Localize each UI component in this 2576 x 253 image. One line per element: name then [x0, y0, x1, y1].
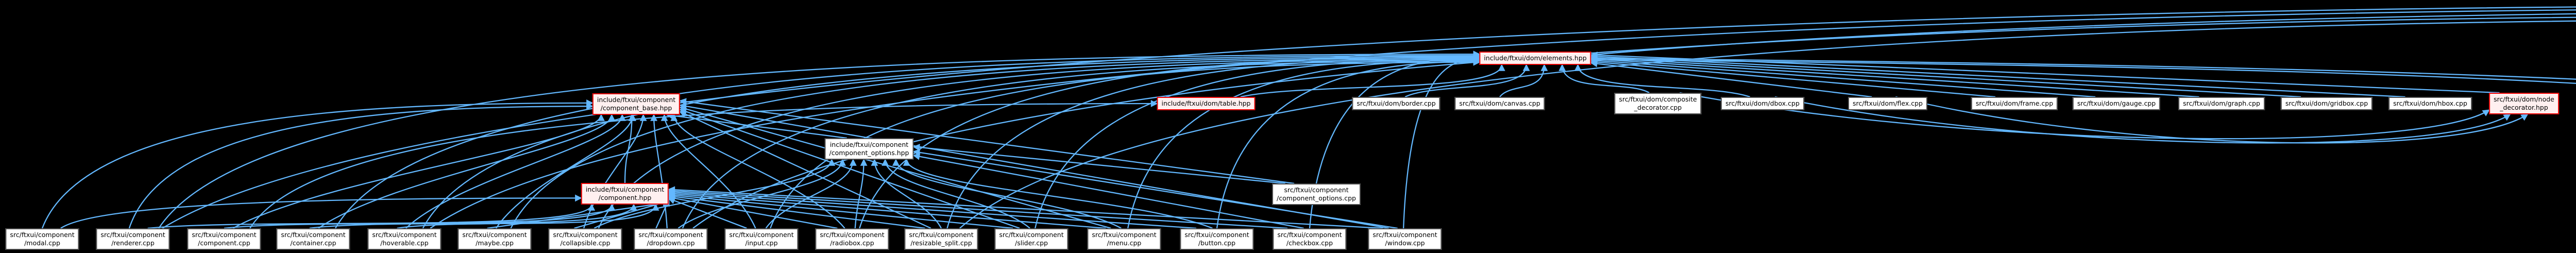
- graph-node-copt[interactable]: include/ftxui/component /component_optio…: [824, 138, 914, 160]
- include-edge-flex-to-nd: [1895, 96, 2529, 144]
- graph-node-modal[interactable]: src/ftxui/component /modal.cpp: [5, 228, 79, 250]
- include-edge-modal-to-cbase: [41, 99, 594, 229]
- include-edge-table-to-el: [1240, 63, 1505, 98]
- include-edge-coptcpp-to-copt: [912, 144, 1285, 184]
- graph-node-coptcpp[interactable]: src/ftxui/component /component_options.c…: [1272, 183, 1361, 205]
- include-edge-hoverable-to-el: [422, 53, 1481, 229]
- include-edge-dropdown-to-copt: [677, 158, 846, 229]
- graph-node-flex[interactable]: src/ftxui/dom/flex.cpp: [1848, 97, 1927, 110]
- graph-node-menu[interactable]: src/ftxui/component /menu.cpp: [1087, 228, 1161, 250]
- include-edge-collapsible-to-copt: [594, 158, 836, 229]
- include-edge-checkbox-to-el: [1309, 54, 1481, 229]
- graph-node-window[interactable]: src/ftxui/component /window.cpp: [1368, 228, 1442, 250]
- include-edge-container-to-cbase: [318, 113, 616, 229]
- include-edge-dropdown-to-cbase: [650, 113, 668, 229]
- graph-node-border[interactable]: src/ftxui/dom/border.cpp: [1352, 97, 1440, 110]
- graph-node-nd[interactable]: src/ftxui/dom/node _decorator.hpp: [2489, 93, 2559, 114]
- include-edge-gauge-to-el: [1590, 57, 2096, 98]
- include-edge-renderer-to-fcfg: [162, 6, 2576, 229]
- include-edge-paragraph-to-el: [1590, 56, 2576, 84]
- graph-node-gridbox[interactable]: src/ftxui/dom/gridbox.cpp: [2280, 97, 2373, 110]
- graph-node-checkbox[interactable]: src/ftxui/component /checkbox.cpp: [1273, 228, 1347, 250]
- include-edge-collapsible-to-el: [598, 56, 1481, 229]
- include-edge-input-to-el: [770, 58, 1481, 229]
- graph-node-componentcpp[interactable]: src/ftxui/component /component.cpp: [187, 228, 261, 250]
- include-edge-menu-to-el: [1127, 57, 1481, 229]
- include-edge-maybe-to-cmp: [487, 199, 670, 229]
- include-edge-resizable-to-copt: [871, 158, 942, 229]
- include-edge-input-to-copt: [765, 158, 857, 229]
- graph-node-hbox[interactable]: src/ftxui/dom/hbox.cpp: [2388, 97, 2472, 110]
- include-edge-componentcpp-to-table: [249, 100, 1158, 229]
- include-edge-window-to-el: [1402, 55, 1481, 229]
- graph-node-gauge[interactable]: src/ftxui/dom/gauge.cpp: [2072, 97, 2161, 110]
- include-edge-composite-to-el: [1558, 63, 1650, 93]
- graph-node-radiobox[interactable]: src/ftxui/component /radiobox.cpp: [815, 228, 889, 250]
- include-edge-window-to-copt: [912, 149, 1398, 229]
- graph-node-hoverable[interactable]: src/ftxui/component /hoverable.cpp: [367, 228, 442, 250]
- include-edge-radiobox-to-el: [859, 53, 1481, 229]
- include-edge-button-to-copt: [903, 158, 1213, 229]
- include-edge-radiobox-to-copt: [854, 158, 868, 229]
- include-edge-dropdown-to-fcfg: [692, 16, 2576, 229]
- include-edge-border-to-el: [1404, 63, 1530, 98]
- include-edge-flexbox-to-el: [1590, 55, 2576, 80]
- include-edge-container-to-el: [334, 52, 1481, 229]
- graph-node-composite[interactable]: src/ftxui/dom/composite _decorator.cpp: [1614, 93, 1702, 114]
- include-edge-hoverable-to-fcfg: [430, 9, 2576, 229]
- graph-node-el[interactable]: include/ftxui/dom/elements.hpp: [1479, 52, 1591, 65]
- include-edge-componentcpp-to-cbase: [232, 113, 605, 229]
- graph-node-renderer[interactable]: src/ftxui/component /renderer.cpp: [96, 228, 170, 250]
- graph-node-maybe[interactable]: src/ftxui/component /maybe.cpp: [457, 228, 532, 250]
- graph-node-dropdown[interactable]: src/ftxui/component /dropdown.cpp: [634, 228, 708, 250]
- graph-node-cmp[interactable]: include/ftxui/component /component.hpp: [581, 183, 669, 205]
- include-edge-coptcpp-to-cbase: [679, 98, 1295, 184]
- graph-node-graph[interactable]: src/ftxui/dom/graph.cpp: [2178, 97, 2265, 110]
- include-edge-menu-to-cmp: [668, 190, 1106, 229]
- include-edge-renderer-to-el: [158, 50, 1481, 229]
- graph-node-button[interactable]: src/ftxui/component /button.cpp: [1180, 228, 1254, 250]
- include-edge-frame-to-el: [1590, 58, 1996, 98]
- include-edge-radiobox-to-cbase: [670, 113, 845, 229]
- include-edge-hoverable-to-cbase: [405, 113, 626, 229]
- include-edge-hbox-to-el: [1590, 53, 2405, 98]
- include-edge-hoverable-to-cmp: [397, 203, 659, 229]
- graph-node-table[interactable]: include/ftxui/dom/table.hpp: [1157, 97, 1256, 110]
- include-edge-cmp-to-cbase: [624, 113, 636, 183]
- include-edge-graph-to-el: [1590, 56, 2199, 98]
- include-edge-button-to-el: [1216, 58, 1481, 229]
- include-edge-dropdown-to-el: [682, 57, 1481, 229]
- include-edge-window-to-cmp: [668, 186, 1383, 229]
- include-edge-slider-to-copt: [882, 158, 1030, 229]
- include-edge-renderer-to-cbase: [128, 103, 594, 229]
- include-edge-maybe-to-cbase: [495, 113, 637, 229]
- include-edge-canvas-to-el: [1499, 63, 1548, 97]
- include-edge-composite-to-nd: [1680, 92, 2490, 140]
- include-edge-copt-to-cbase: [666, 112, 847, 139]
- include-edge-menu-to-copt: [892, 158, 1122, 229]
- include-edge-slider-to-el: [1035, 55, 1481, 229]
- graph-node-container[interactable]: src/ftxui/component /container.cpp: [276, 228, 350, 250]
- include-edge-resizable-to-cmp: [668, 193, 925, 229]
- graph-node-collapsible[interactable]: src/ftxui/component /collapsible.cpp: [548, 228, 622, 250]
- include-edge-checkbox-to-copt: [912, 153, 1304, 229]
- graph-node-slider[interactable]: src/ftxui/component /slider.cpp: [994, 228, 1069, 250]
- include-edge-resizable-to-fcfg: [959, 20, 2576, 229]
- include-edge-slider-to-cbase: [679, 108, 1020, 229]
- include-edge-flex-to-el: [1590, 60, 1872, 98]
- include-edge-componentcpp-to-cmp: [224, 203, 616, 229]
- include-edge-dbox-to-el: [1574, 63, 1751, 98]
- graph-node-input[interactable]: src/ftxui/component /input.cpp: [724, 228, 799, 250]
- graph-node-canvas[interactable]: src/ftxui/dom/canvas.cpp: [1454, 97, 1545, 110]
- graph-node-cbase[interactable]: include/ftxui/component /component_base.…: [592, 93, 681, 115]
- include-edge-collapsible-to-cbase: [583, 113, 647, 229]
- graph-node-resizable[interactable]: src/ftxui/component /resizable_split.cpp: [904, 228, 978, 250]
- graph-node-dbox[interactable]: src/ftxui/dom/dbox.cpp: [1721, 97, 1804, 110]
- include-edge-resizable-to-cbase: [679, 111, 931, 229]
- graph-node-frame[interactable]: src/ftxui/dom/frame.cpp: [1971, 97, 2058, 110]
- include-edge-gridbox-to-el: [1590, 54, 2301, 98]
- include-edge-dbox-to-nd: [1775, 96, 2511, 144]
- include-edge-resizable-to-el: [946, 54, 1481, 229]
